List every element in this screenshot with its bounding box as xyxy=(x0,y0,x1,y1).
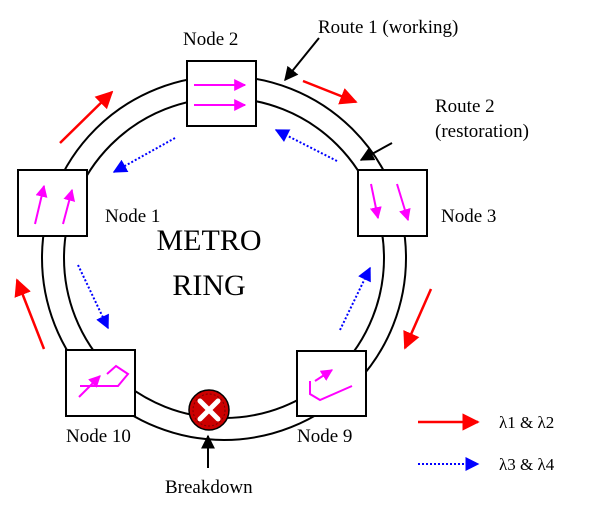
node-2[interactable] xyxy=(186,60,257,127)
working-arrow-top-right xyxy=(302,79,358,105)
node-2-label: Node 2 xyxy=(183,29,238,50)
working-arrow-right xyxy=(403,288,433,350)
node-10-label: Node 10 xyxy=(66,426,131,447)
restoration-arrow-right xyxy=(339,266,371,331)
node-9-label: Node 9 xyxy=(297,426,352,447)
node-1-label: Node 1 xyxy=(105,206,160,227)
node-3[interactable] xyxy=(357,169,428,237)
working-arrow-top-left xyxy=(59,90,114,144)
node-9[interactable] xyxy=(296,350,367,417)
breakdown-label: Breakdown xyxy=(165,477,253,498)
node-10[interactable] xyxy=(65,349,136,417)
legend: λ1 & λ2 λ3 & λ4 xyxy=(418,413,555,474)
legend-working-label: λ1 & λ2 xyxy=(499,413,554,432)
center-label-line2: RING xyxy=(172,269,245,302)
node-1[interactable] xyxy=(17,169,88,237)
breakdown-icon[interactable] xyxy=(188,389,230,431)
restoration-arrow-top-right xyxy=(274,129,338,162)
route-1-pointer xyxy=(284,37,320,82)
working-arrow-left xyxy=(14,278,46,350)
node-3-label: Node 3 xyxy=(441,206,496,227)
legend-restoration-label: λ3 & λ4 xyxy=(499,455,555,474)
restoration-arrow-top-left xyxy=(112,137,176,173)
route-2-label-line2: (restoration) xyxy=(435,121,529,142)
center-label-line1: METRO xyxy=(157,224,262,257)
route-1-label: Route 1 (working) xyxy=(318,17,458,38)
route-2-pointer xyxy=(359,142,393,161)
route-2-label-line1: Route 2 xyxy=(435,96,495,117)
restoration-arrow-left xyxy=(77,264,109,330)
